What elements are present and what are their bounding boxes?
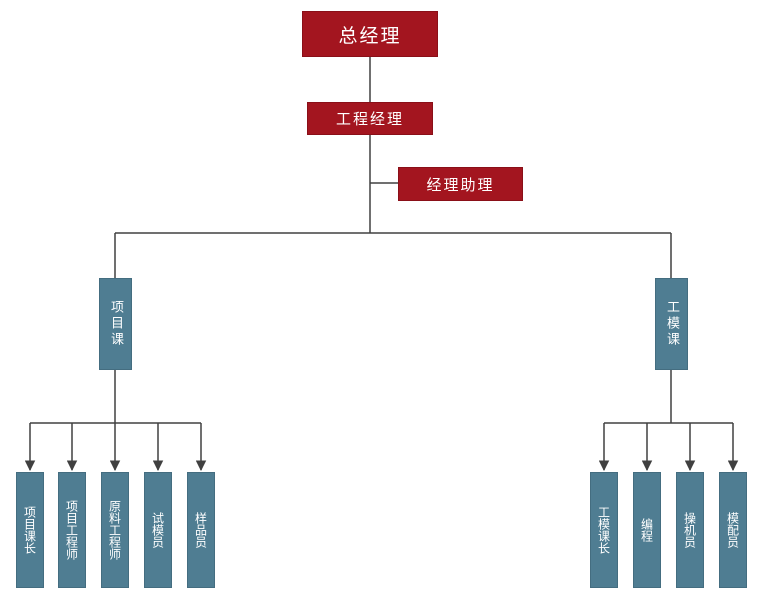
node-machine-operator: 操机员 <box>676 472 704 588</box>
node-mold-fitter-label: 模配员 <box>725 512 740 548</box>
node-project-section-chief: 项目课长 <box>16 472 44 588</box>
node-material-engineer-label: 原料工程师 <box>107 500 122 560</box>
node-engineering-manager: 工程经理 <box>307 102 433 135</box>
node-tooling-department-label: 工模课 <box>664 300 679 348</box>
node-programmer: 编程 <box>633 472 661 588</box>
node-project-section-chief-label: 项目课长 <box>22 506 37 554</box>
node-project-engineer-label: 项目工程师 <box>64 500 79 560</box>
node-general-manager-label: 总经理 <box>338 24 402 47</box>
node-manager-assistant: 经理助理 <box>398 167 523 201</box>
node-project-engineer: 项目工程师 <box>58 472 86 588</box>
node-general-manager: 总经理 <box>302 11 438 57</box>
node-machine-operator-label: 操机员 <box>682 512 697 548</box>
node-mold-tester-label: 试模员 <box>150 512 165 548</box>
node-mold-tester: 试模员 <box>144 472 172 588</box>
node-sample-clerk-label: 样品员 <box>193 512 208 548</box>
node-manager-assistant-label: 经理助理 <box>426 175 495 194</box>
node-tooling-section-chief: 工模课长 <box>590 472 618 588</box>
node-engineering-manager-label: 工程经理 <box>335 110 404 128</box>
node-mold-fitter: 模配员 <box>719 472 747 588</box>
node-tooling-section-chief-label: 工模课长 <box>596 506 611 554</box>
node-project-department-label: 项目课 <box>108 300 123 348</box>
node-sample-clerk: 样品员 <box>187 472 215 588</box>
node-project-department: 项目课 <box>99 278 132 370</box>
node-material-engineer: 原料工程师 <box>101 472 129 588</box>
node-programmer-label: 编程 <box>639 518 654 542</box>
node-tooling-department: 工模课 <box>655 278 688 370</box>
